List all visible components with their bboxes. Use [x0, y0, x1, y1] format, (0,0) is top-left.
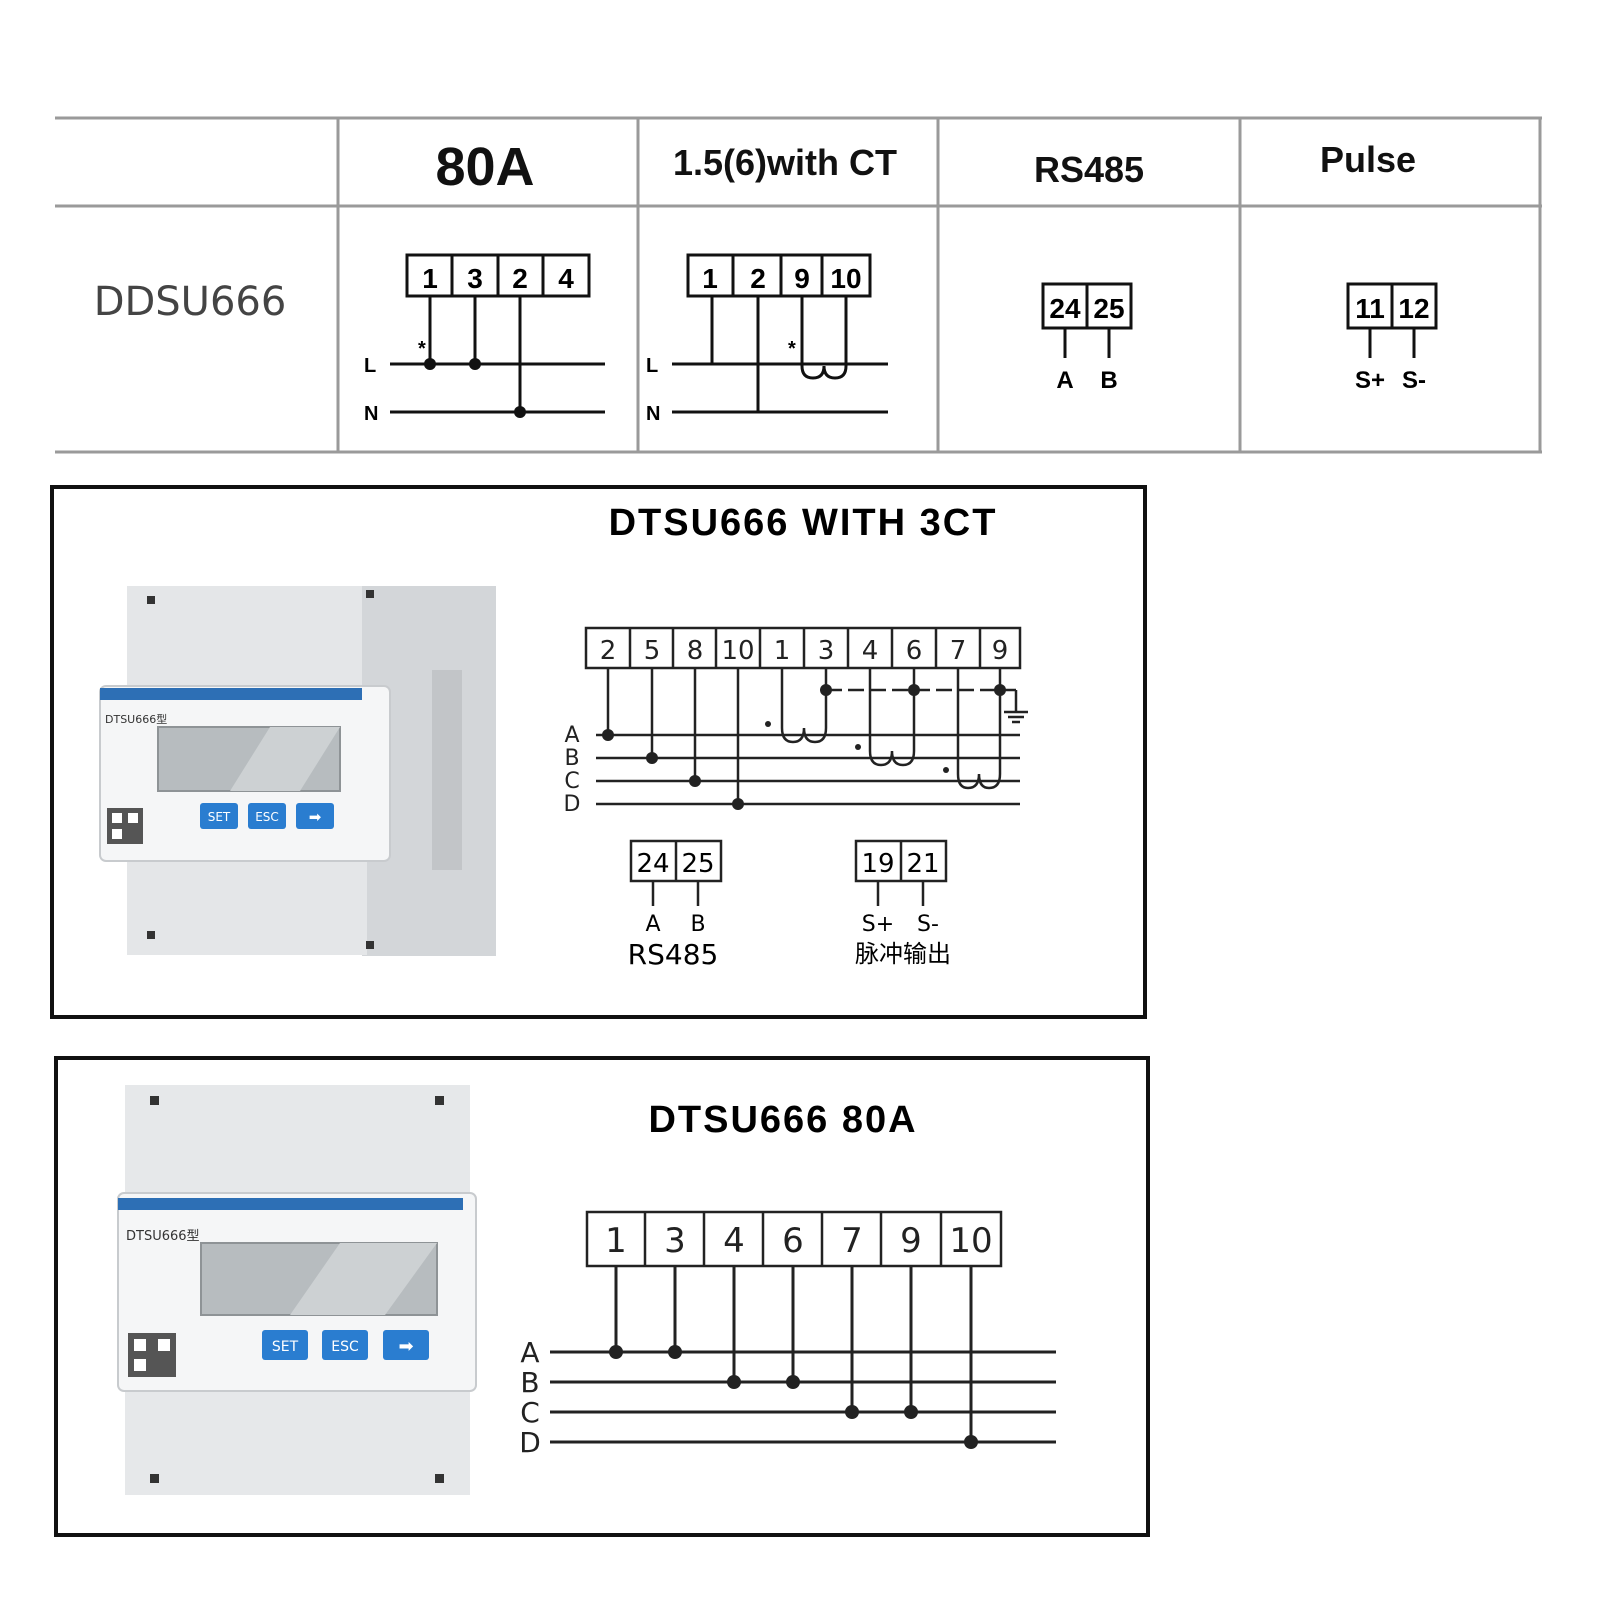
- meter-set-label: SET: [272, 1339, 299, 1355]
- terminal-label: 6: [782, 1221, 804, 1261]
- terminal-label: 3: [818, 636, 835, 666]
- terminal-label: 1: [702, 263, 718, 294]
- terminal-label: 7: [841, 1221, 863, 1261]
- arrow-right-icon: ➡: [398, 1336, 413, 1357]
- svg-text:*: *: [418, 338, 426, 360]
- diagram-80a: 1 3 2 4 * L N: [364, 253, 605, 425]
- wiring-3ct: [596, 668, 1028, 806]
- meter-arrow-button: [296, 803, 334, 829]
- diagram-rs485: 24 25 A B: [1041, 282, 1133, 394]
- terminal-label: 19: [861, 849, 894, 879]
- header-ct: 1.5(6)with CT: [673, 142, 897, 183]
- header-pulse: Pulse: [1320, 139, 1416, 180]
- panel-3ct-title: DTSU666 WITH 3CT: [609, 502, 998, 544]
- meter-esc-label: ESC: [331, 1339, 359, 1355]
- meter-model: DTSU666型: [105, 712, 167, 726]
- line-label-c: C: [520, 1396, 540, 1429]
- terminal-label: 24: [636, 849, 669, 879]
- line-label-d: D: [519, 1426, 541, 1459]
- terminal-label: 1: [774, 636, 791, 666]
- panel-80a-title: DTSU666 80A: [648, 1099, 917, 1141]
- meter-set-button: [200, 803, 238, 829]
- terminal-label: 2: [512, 263, 528, 294]
- svg-text:*: *: [788, 338, 796, 360]
- rs485-caption: RS485: [628, 938, 719, 971]
- line-label-c: C: [564, 769, 579, 794]
- terminal-label: 1: [422, 263, 438, 294]
- terminal-label: 4: [558, 263, 574, 294]
- terminal-label: 1: [605, 1221, 627, 1261]
- terminal-label: 9: [992, 636, 1009, 666]
- terminal-label: 3: [467, 263, 483, 294]
- pulse-label-s-plus: S+: [862, 912, 894, 937]
- terminal-label: 9: [794, 263, 810, 294]
- rs485-label-b: B: [1100, 367, 1117, 394]
- meter-esc-label: ESC: [255, 810, 279, 824]
- row-label-ddsu666: DDSU666: [94, 279, 287, 325]
- terminal-label: 10: [721, 636, 754, 666]
- terminal-label: 24: [1049, 293, 1081, 324]
- line-label-b: B: [564, 746, 579, 771]
- rs485-label-b: B: [690, 912, 705, 937]
- pulse-label-s-plus: S+: [1355, 367, 1385, 394]
- meter-esc-button: [248, 803, 286, 829]
- terminal-label: 9: [900, 1221, 922, 1261]
- wiring-80a: [550, 1266, 1056, 1444]
- rs485-block-3ct: 24 25 A B RS485: [628, 839, 723, 971]
- meter-set-label: SET: [208, 810, 231, 824]
- header-80a: 80A: [435, 137, 534, 197]
- pulse-label-s-minus: S-: [917, 912, 939, 937]
- terminal-label: 4: [723, 1221, 745, 1261]
- terminal-block-3ct: [584, 626, 1022, 670]
- pulse-caption: 脉冲输出: [855, 940, 951, 968]
- terminal-label: 8: [687, 636, 704, 666]
- meter-set-button: [262, 1330, 308, 1360]
- meter-model: DTSU666型: [126, 1229, 200, 1244]
- rs485-label-a: A: [645, 912, 660, 937]
- terminal-label: 10: [949, 1221, 992, 1261]
- terminal-label: 5: [644, 636, 661, 666]
- pulse-label-s-minus: S-: [1402, 367, 1426, 394]
- diagram-ct: 1 2 9 10 * L N: [646, 253, 888, 425]
- terminal-label: 25: [1093, 293, 1124, 324]
- line-label-d: D: [564, 792, 581, 817]
- terminal-label: 11: [1355, 293, 1385, 324]
- terminal-table: [55, 116, 1542, 454]
- terminal-label: 12: [1398, 293, 1429, 324]
- line-label-l: L: [364, 355, 376, 377]
- panel-3ct-border: [50, 485, 1147, 1019]
- line-label-a: A: [520, 1336, 539, 1369]
- panel-80a-border: [54, 1056, 1150, 1537]
- terminal-label: 10: [830, 263, 861, 294]
- line-label-l: L: [646, 355, 658, 377]
- arrow-right-icon: ➡: [309, 808, 322, 826]
- meter-esc-button: [322, 1330, 368, 1360]
- meter-device-image: DTSU666型 SET ESC ➡: [99, 586, 496, 956]
- pulse-block-3ct: 19 21 S+ S- 脉冲输出: [854, 839, 951, 968]
- terminal-label: 2: [750, 263, 766, 294]
- line-label-b: B: [520, 1366, 539, 1399]
- meter-device-image: DTSU666型 SET ESC ➡: [117, 1085, 477, 1495]
- line-label-n: N: [364, 403, 378, 425]
- terminal-label: 6: [906, 636, 923, 666]
- line-label-a: A: [564, 723, 579, 748]
- terminal-label: 7: [950, 636, 967, 666]
- terminal-label: 4: [862, 636, 879, 666]
- terminal-label: 3: [664, 1221, 686, 1261]
- diagram-pulse: 11 12 S+ S-: [1346, 282, 1438, 394]
- meter-arrow-button: [383, 1330, 429, 1360]
- header-rs485: RS485: [1034, 149, 1144, 190]
- terminal-label: 21: [906, 849, 939, 879]
- terminal-label: 25: [681, 849, 714, 879]
- rs485-label-a: A: [1056, 367, 1073, 394]
- terminal-label: 2: [600, 636, 617, 666]
- line-label-n: N: [646, 403, 660, 425]
